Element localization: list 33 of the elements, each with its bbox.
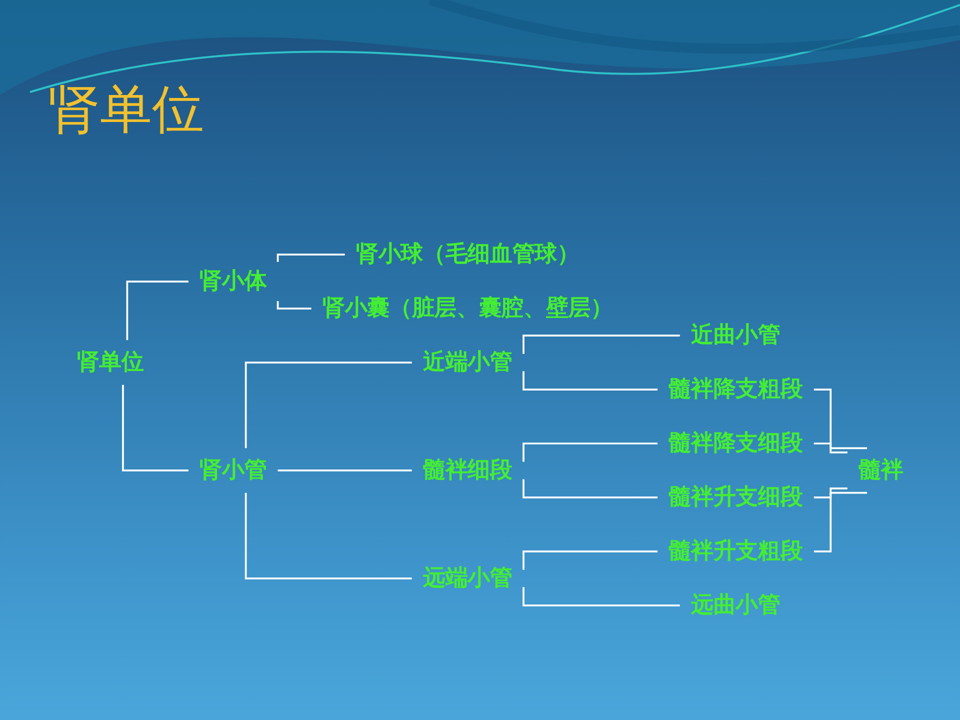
connector	[812, 488, 848, 498]
node-text: 近曲小管	[691, 322, 780, 348]
connector	[522, 479, 658, 498]
node-text: 髓袢升支粗段	[668, 538, 803, 564]
connector	[522, 550, 658, 570]
connector	[276, 301, 312, 310]
node-text: 肾小管	[200, 457, 267, 483]
connector	[812, 442, 848, 454]
node-text: 肾小体	[200, 268, 267, 294]
node-text: 远曲小管	[691, 592, 780, 618]
connector	[812, 492, 868, 552]
connector	[276, 254, 345, 262]
node-text: 肾单位	[76, 349, 144, 375]
node-text: 髓袢降支细段	[668, 430, 803, 456]
connector	[244, 492, 412, 580]
node-text: 远端小管	[422, 565, 512, 591]
connector	[522, 334, 680, 354]
connector	[522, 442, 658, 462]
connector	[122, 384, 188, 472]
node-text: 肾小球（毛细血管球）	[356, 242, 580, 267]
node-text: 肾小囊（脏层、囊腔、壁层）	[322, 296, 613, 321]
node-text: 近端小管	[422, 349, 512, 375]
connector	[126, 280, 188, 340]
connector	[812, 388, 868, 450]
node-text: 髓袢细段	[422, 457, 512, 483]
connector	[522, 371, 658, 390]
connector	[244, 362, 412, 448]
slide-title: 肾单位	[48, 79, 204, 142]
node-text: 髓袢	[858, 457, 904, 483]
node-text: 髓袢升支细段	[668, 484, 803, 510]
connector	[276, 470, 412, 472]
node-text: 髓袢降支粗段	[668, 376, 803, 402]
connector	[522, 587, 680, 606]
